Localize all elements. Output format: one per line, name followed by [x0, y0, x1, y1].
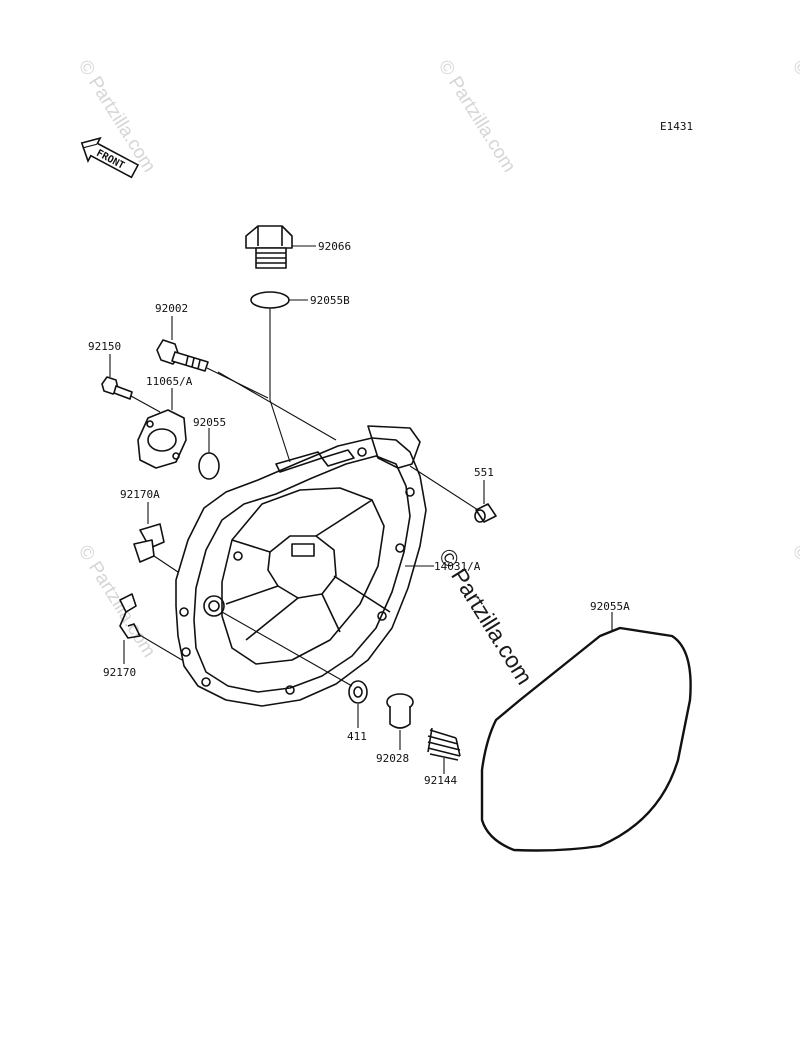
- watermark-top-right: © Partzilla.com: [788, 57, 800, 177]
- label-92170A: 92170A: [120, 488, 160, 501]
- watermark-mid-right: © Partzilla.com: [788, 542, 800, 662]
- label-92055: 92055: [193, 416, 226, 429]
- label-92028: 92028: [376, 752, 409, 765]
- label-92066: 92066: [318, 240, 351, 253]
- part-92002-bolt: [156, 339, 209, 372]
- part-92170A-clamp: [133, 523, 165, 563]
- label-92150: 92150: [88, 340, 121, 353]
- part-14031A-cover: [175, 425, 427, 707]
- part-92055A-gasket: [480, 626, 692, 852]
- part-551-dowel: [474, 503, 497, 523]
- label-14031A: 14031/A: [434, 560, 481, 573]
- label-92144: 92144: [424, 774, 457, 787]
- label-551: 551: [474, 466, 494, 479]
- part-92150-bolt: [101, 376, 133, 400]
- label-92055B: 92055B: [310, 294, 350, 307]
- diagram-code: E1431: [660, 120, 693, 133]
- part-411-washer: [348, 680, 368, 704]
- part-92170-clamp: [119, 593, 141, 639]
- part-92066-plug: [245, 225, 293, 269]
- label-92170: 92170: [103, 666, 136, 679]
- label-11065A: 11065/A: [146, 375, 193, 388]
- part-92144-spring: [427, 727, 461, 761]
- watermarks: © Partzilla.com © Partzilla.com © Partzi…: [74, 57, 800, 690]
- label-92002: 92002: [155, 302, 188, 315]
- part-11065A-cap: [137, 409, 187, 469]
- label-92055A: 92055A: [590, 600, 630, 613]
- part-92055-oring: [198, 452, 220, 480]
- watermark-top-center: © Partzilla.com: [434, 57, 520, 177]
- part-92028-bushing: [386, 693, 414, 729]
- part-92055B-oring: [250, 291, 290, 309]
- label-411: 411: [347, 730, 367, 743]
